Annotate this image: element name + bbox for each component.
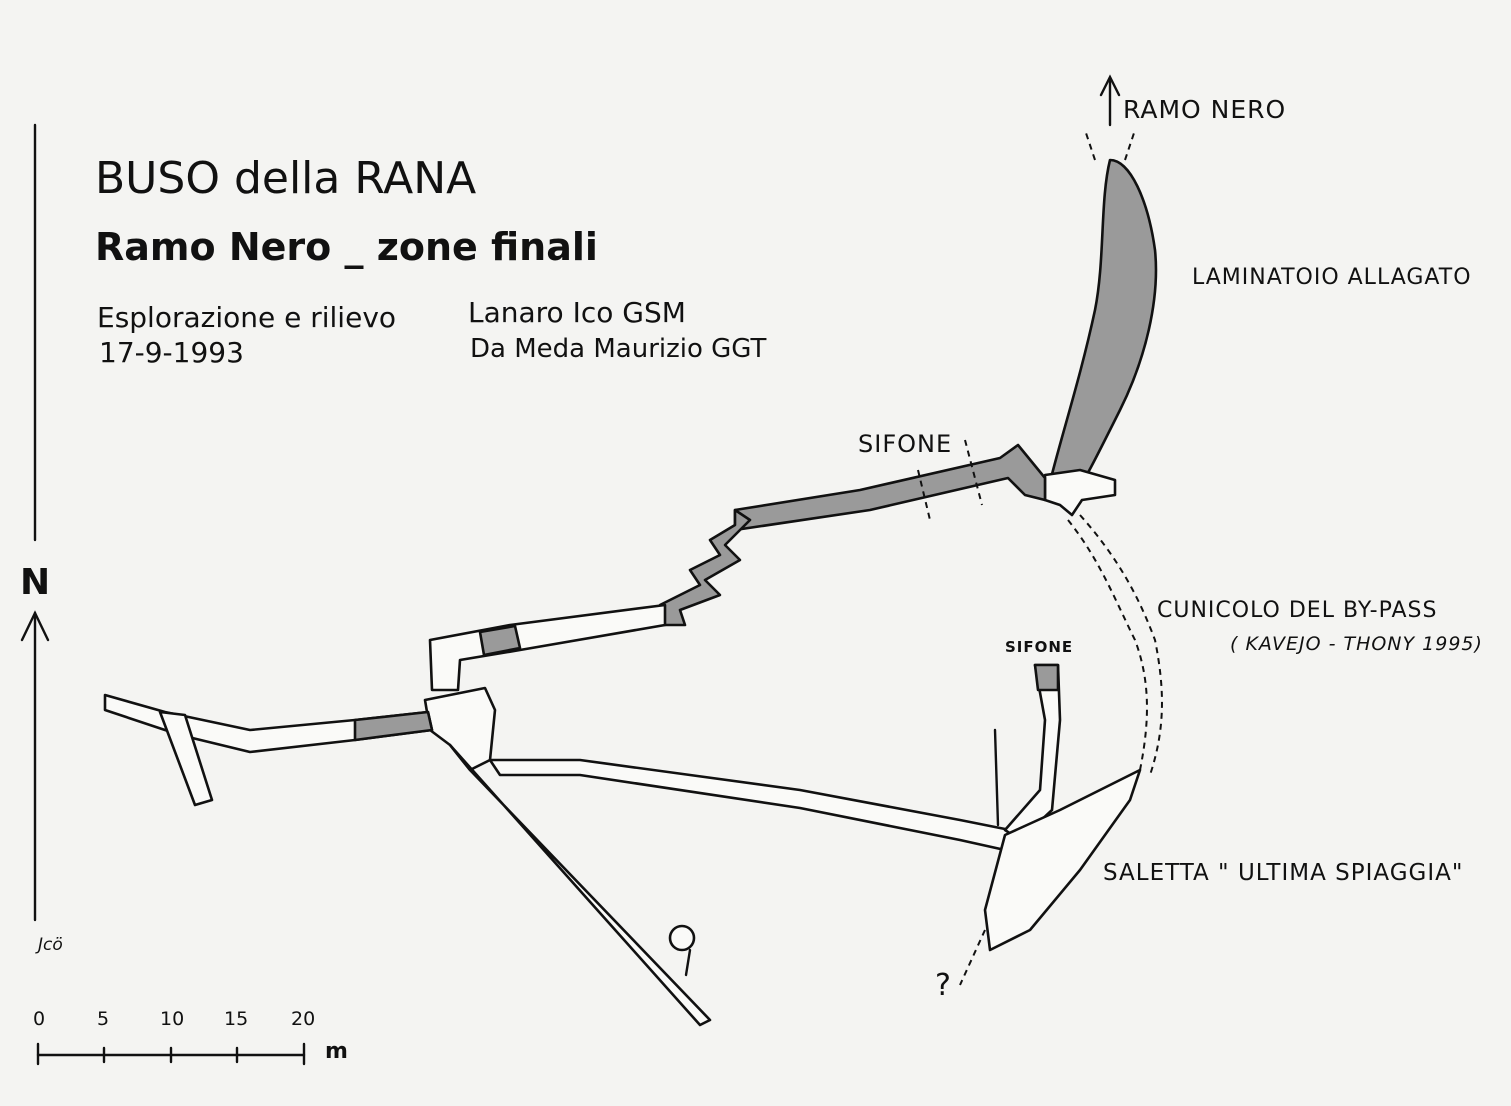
map-subtitle: Ramo Nero _ zone finali	[95, 225, 598, 269]
scale-tick-20: 20	[291, 1008, 315, 1030]
bypass-dashed	[1067, 519, 1148, 771]
surveyor-1: Lanaro Ico GSM	[468, 296, 686, 329]
scale-unit: m	[325, 1039, 348, 1064]
label-saletta: SALETTA " ULTIMA SPIAGGIA"	[1103, 860, 1463, 886]
lower-east-gallery	[488, 758, 1012, 852]
survey-date: 17-9-1993	[99, 336, 244, 369]
label-sifone-gallery: SIFONE	[858, 430, 952, 458]
north-arrow: N	[20, 123, 50, 922]
label-question: ?	[935, 968, 951, 1003]
zigzag-passage	[658, 508, 752, 627]
scale-tick-0: 0	[33, 1008, 45, 1030]
laminatoio-passage	[1046, 158, 1158, 497]
label-laminatoio: LAMINATOIO ALLAGATO	[1192, 265, 1472, 290]
label-ramo-nero: RAMO NERO	[1123, 95, 1286, 124]
scale-bar: 0 5 10 15 20 m	[33, 1008, 348, 1066]
surveyor-2: Da Meda Maurizio GGT	[470, 334, 767, 364]
junction-north	[1043, 468, 1117, 517]
scale-tick-15: 15	[224, 1008, 248, 1030]
map-title: BUSO della RANA	[95, 153, 476, 204]
sifone-gallery	[733, 443, 1047, 532]
author-mark: Jcö	[35, 935, 63, 955]
scale-tick-5: 5	[97, 1008, 109, 1030]
central-chamber	[423, 686, 497, 772]
west-branch	[158, 710, 214, 807]
north-letter: N	[20, 562, 50, 603]
credits-label: Esplorazione e rilievo	[97, 301, 396, 334]
label-sifone-small: SIFONE	[1005, 638, 1073, 656]
south-diagonal-passage	[448, 743, 712, 1027]
label-cunicolo: CUNICOLO DEL BY-PASS	[1157, 598, 1437, 623]
shaft-marker	[668, 924, 696, 952]
cave-passages	[103, 74, 1163, 1027]
scale-tick-10: 10	[160, 1008, 184, 1030]
label-kavejo: ( KAVEJO - THONY 1995)	[1230, 633, 1483, 655]
ramo-nero-arrowhead	[1099, 74, 1121, 97]
saletta-chamber	[983, 768, 1142, 952]
upper-west-gallery	[428, 603, 667, 692]
